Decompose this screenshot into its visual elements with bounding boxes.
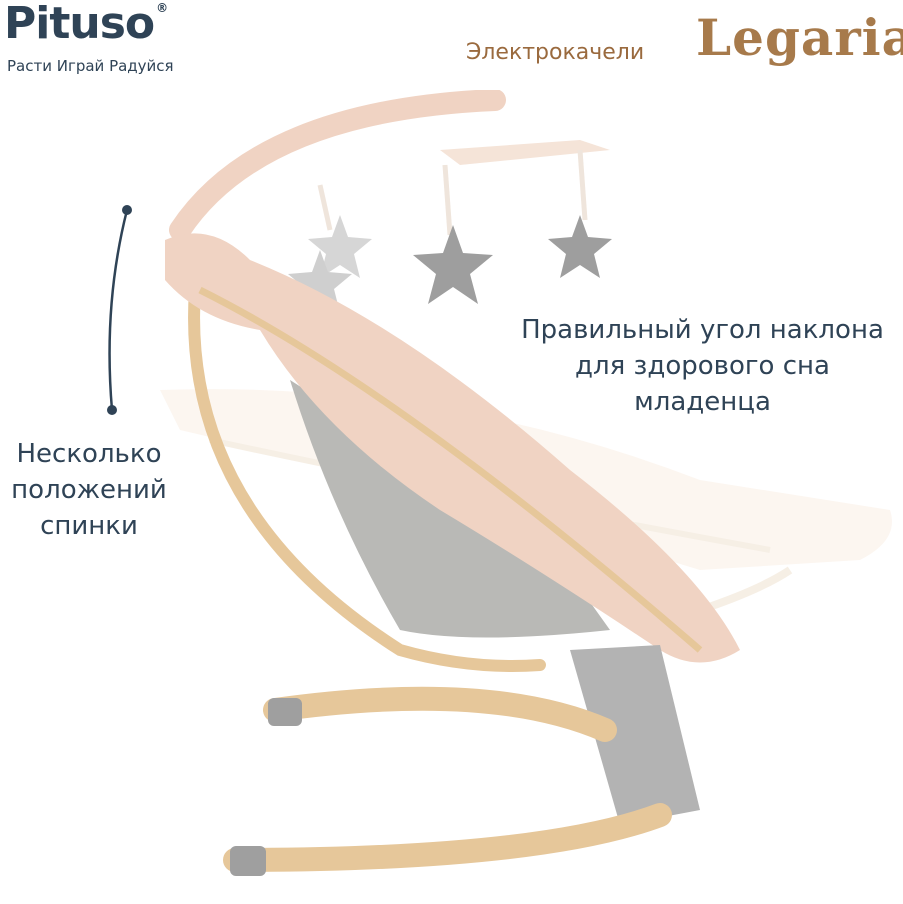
logo: Pituso® [4, 0, 168, 49]
feature-backrest-positions: Несколько положений спинки [4, 436, 174, 544]
foot-cap [230, 846, 266, 876]
toy-strings [317, 149, 588, 236]
mobile-bar [440, 140, 610, 165]
feature-line: для здорового сна [575, 351, 830, 381]
baby-swing-illustration [160, 90, 892, 876]
feature-line: Правильный угол наклона [521, 315, 884, 345]
model-logo: Legaria [696, 8, 903, 67]
product-type: Электрокачели [466, 40, 645, 65]
foot-cap [268, 698, 302, 726]
feature-line: положений [11, 475, 167, 505]
toy-arch [169, 90, 506, 241]
base-rocker [263, 686, 617, 742]
bracket-line [107, 205, 132, 415]
registered-mark: ® [156, 1, 168, 15]
logo-text: Pituso [4, 0, 155, 49]
feature-line: спинки [40, 511, 138, 541]
star-toy-icon [548, 215, 612, 278]
seat-frame [188, 284, 546, 672]
base-column [570, 645, 700, 825]
star-toy-icon [413, 225, 493, 304]
tagline: Расти Играй Радуйся [7, 57, 174, 75]
feature-line: Несколько [16, 439, 162, 469]
feature-recline-angle: Правильный угол наклона для здорового сн… [510, 312, 895, 420]
feature-line: младенца [634, 387, 771, 417]
